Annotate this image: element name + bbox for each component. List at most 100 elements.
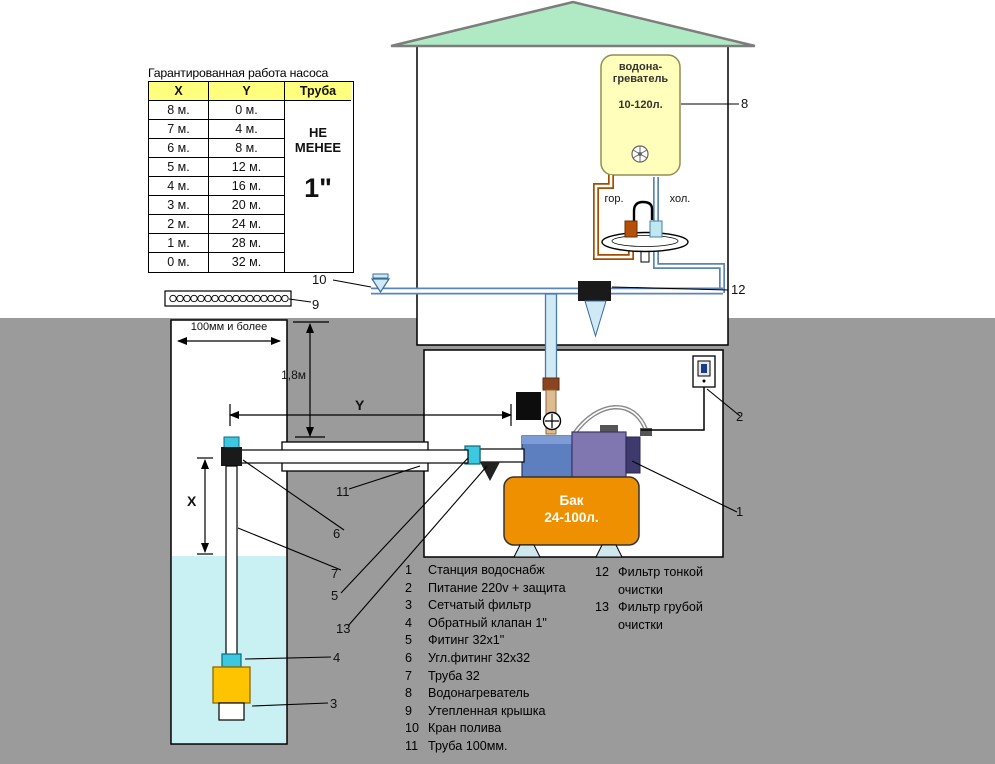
- table-cell: 28 м.: [209, 234, 285, 253]
- pipe-size: 1": [304, 173, 332, 203]
- pump-table-grid: X Y Труба НЕ МЕНЕЕ 1" 8 м. 0 м. 7 м. 4 м…: [148, 81, 354, 273]
- leader-7: [237, 527, 342, 571]
- leader-11: [348, 465, 421, 490]
- legend-text: Труба 32: [428, 668, 480, 683]
- leader-10: [332, 279, 372, 288]
- table-cell: 4 м.: [149, 177, 209, 196]
- col-header-x: X: [149, 82, 209, 101]
- legend-item: 3 Сетчатый фильтр: [405, 597, 566, 615]
- pipe-fitting: [542, 377, 560, 391]
- table-cell: 1 м.: [149, 234, 209, 253]
- water-heater: [600, 54, 681, 176]
- well-width-label: 100мм и более: [190, 321, 268, 333]
- legend-num: 13: [595, 600, 610, 615]
- legend-num: 7: [405, 668, 413, 683]
- legend-text: Обратный клапан 1": [428, 615, 547, 630]
- hot-tap: [624, 220, 638, 238]
- legend-text: Водонагреватель: [428, 686, 530, 701]
- tank-label-line2: 24-100л.: [544, 510, 599, 525]
- table-cell: 32 м.: [209, 253, 285, 272]
- tank-label: Бак 24-100л.: [504, 492, 639, 526]
- callout-7: 7: [331, 566, 339, 581]
- callout-12: 12: [731, 282, 746, 297]
- table-cell: 3 м.: [149, 196, 209, 215]
- power-cable: [641, 387, 705, 431]
- tank-label-line1: Бак: [559, 493, 584, 508]
- table-cell: 20 м.: [209, 196, 285, 215]
- mesh-filter: [218, 702, 245, 721]
- table-cell: 5 м.: [149, 158, 209, 177]
- table-cell: 8 м.: [149, 101, 209, 120]
- faucet-icon: [632, 200, 654, 226]
- col-header-pipe: Труба: [285, 82, 351, 101]
- legend-num: 6: [405, 650, 413, 665]
- legend-num: 4: [405, 615, 413, 630]
- vertical-pipe-32: [225, 465, 238, 657]
- legend-num: 3: [405, 598, 413, 613]
- heater-label-line2: греватель: [612, 73, 669, 85]
- legend-item: 4 Обратный клапан 1": [405, 615, 566, 633]
- motor-cap: [625, 436, 641, 474]
- table-cell: 2 м.: [149, 215, 209, 234]
- dimensions: [177, 321, 512, 555]
- depth-label: 1,8м: [281, 368, 306, 382]
- legend-item: 13 Фильтр грубой очистки: [595, 599, 730, 634]
- col-header-y: Y: [209, 82, 285, 101]
- legend-text: Станция водоснабж: [428, 563, 545, 577]
- legend-text: Кран полива: [428, 721, 502, 736]
- insulated-cover: [164, 290, 292, 307]
- legend-num: 11: [405, 738, 419, 753]
- callout-9: 9: [312, 297, 320, 312]
- legend-num: 2: [405, 580, 413, 595]
- inlet-pipe: [479, 448, 525, 463]
- garden-tap: [370, 273, 391, 294]
- callout-3: 3: [330, 696, 338, 711]
- legend-text: Труба 100мм.: [428, 738, 508, 753]
- legend-text: Сетчатый фильтр: [428, 598, 532, 613]
- sink-basin: [601, 231, 689, 253]
- callout-4: 4: [333, 650, 341, 665]
- table-cell: 7 м.: [149, 120, 209, 139]
- roof: [390, 0, 756, 48]
- leader-2: [706, 388, 741, 417]
- legend-text: Угл.фитинг 32х32: [428, 650, 531, 665]
- pressure-gauge-icon: [542, 411, 562, 431]
- legend-text: Фитинг 32х1": [428, 633, 505, 648]
- leader-6: [242, 459, 345, 531]
- legend-item: 6 Угл.фитинг 32х32: [405, 650, 566, 668]
- leader-3: [251, 702, 329, 707]
- legend-num: 1: [405, 563, 413, 577]
- pump-table: Гарантированная работа насоса X Y Труба …: [148, 66, 354, 273]
- well-pump: [212, 666, 251, 704]
- leader-5: [340, 457, 469, 594]
- legend-item: 7 Труба 32: [405, 668, 566, 686]
- leader-4: [244, 656, 332, 660]
- table-cell: 8 м.: [209, 139, 285, 158]
- callout-8: 8: [741, 96, 749, 111]
- elbow-top-fitting: [223, 436, 240, 449]
- pressure-tank: [503, 476, 640, 546]
- callout-11: 11: [336, 484, 350, 499]
- callout-6: 6: [333, 526, 341, 541]
- power-outlet: [641, 355, 716, 431]
- coarse-filter: [480, 462, 500, 481]
- table-cell: 16 м.: [209, 177, 285, 196]
- table-cell: 24 м.: [209, 215, 285, 234]
- legend-text: Фильтр грубой очистки: [618, 600, 703, 632]
- hot-label: гор.: [604, 193, 624, 205]
- callout-1: 1: [736, 504, 744, 519]
- elbow-fitting: [221, 447, 242, 466]
- leader-lines: [237, 103, 741, 707]
- tank-foot: [595, 544, 623, 558]
- sink: [601, 200, 689, 263]
- pump-table-title: Гарантированная работа насоса: [148, 66, 329, 80]
- callout-10: 10: [312, 272, 327, 287]
- cold-tap: [649, 220, 663, 238]
- callout-5: 5: [331, 588, 339, 603]
